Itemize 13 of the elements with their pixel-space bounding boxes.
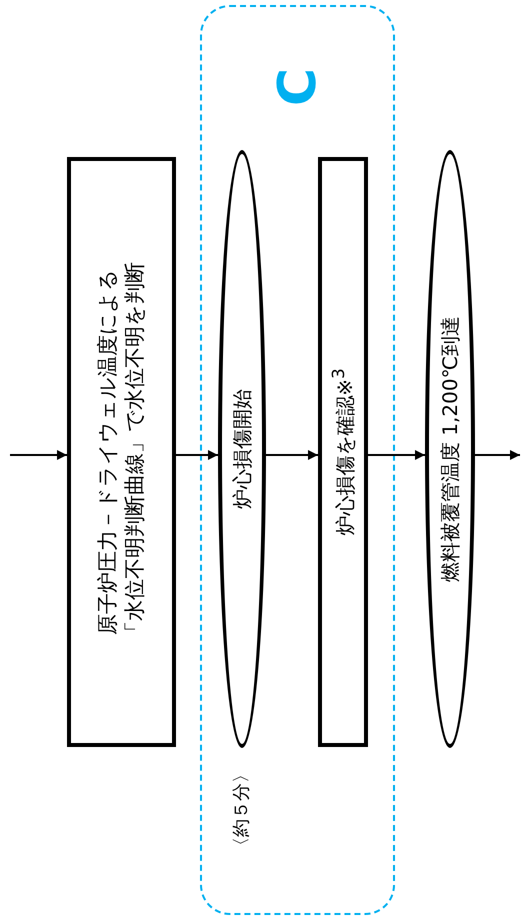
process-box	[318, 157, 368, 747]
arrow	[176, 450, 218, 460]
arrow	[266, 450, 318, 460]
group-label: C	[272, 68, 324, 106]
arrow	[10, 450, 67, 460]
duration-note: 〈約５分〉	[233, 765, 251, 855]
arrow	[475, 450, 520, 460]
process-box	[67, 157, 176, 747]
dashed-group-frame	[200, 5, 395, 915]
node-text: 燃料被覆管温度 1,200℃到達	[437, 314, 463, 584]
node-text: 原子炉圧力－ドライウェル温度による「水位不明判断曲線」で水位不明を判断	[94, 261, 148, 644]
node-text: 炉心損傷開始	[229, 388, 255, 511]
arrow	[368, 450, 425, 460]
